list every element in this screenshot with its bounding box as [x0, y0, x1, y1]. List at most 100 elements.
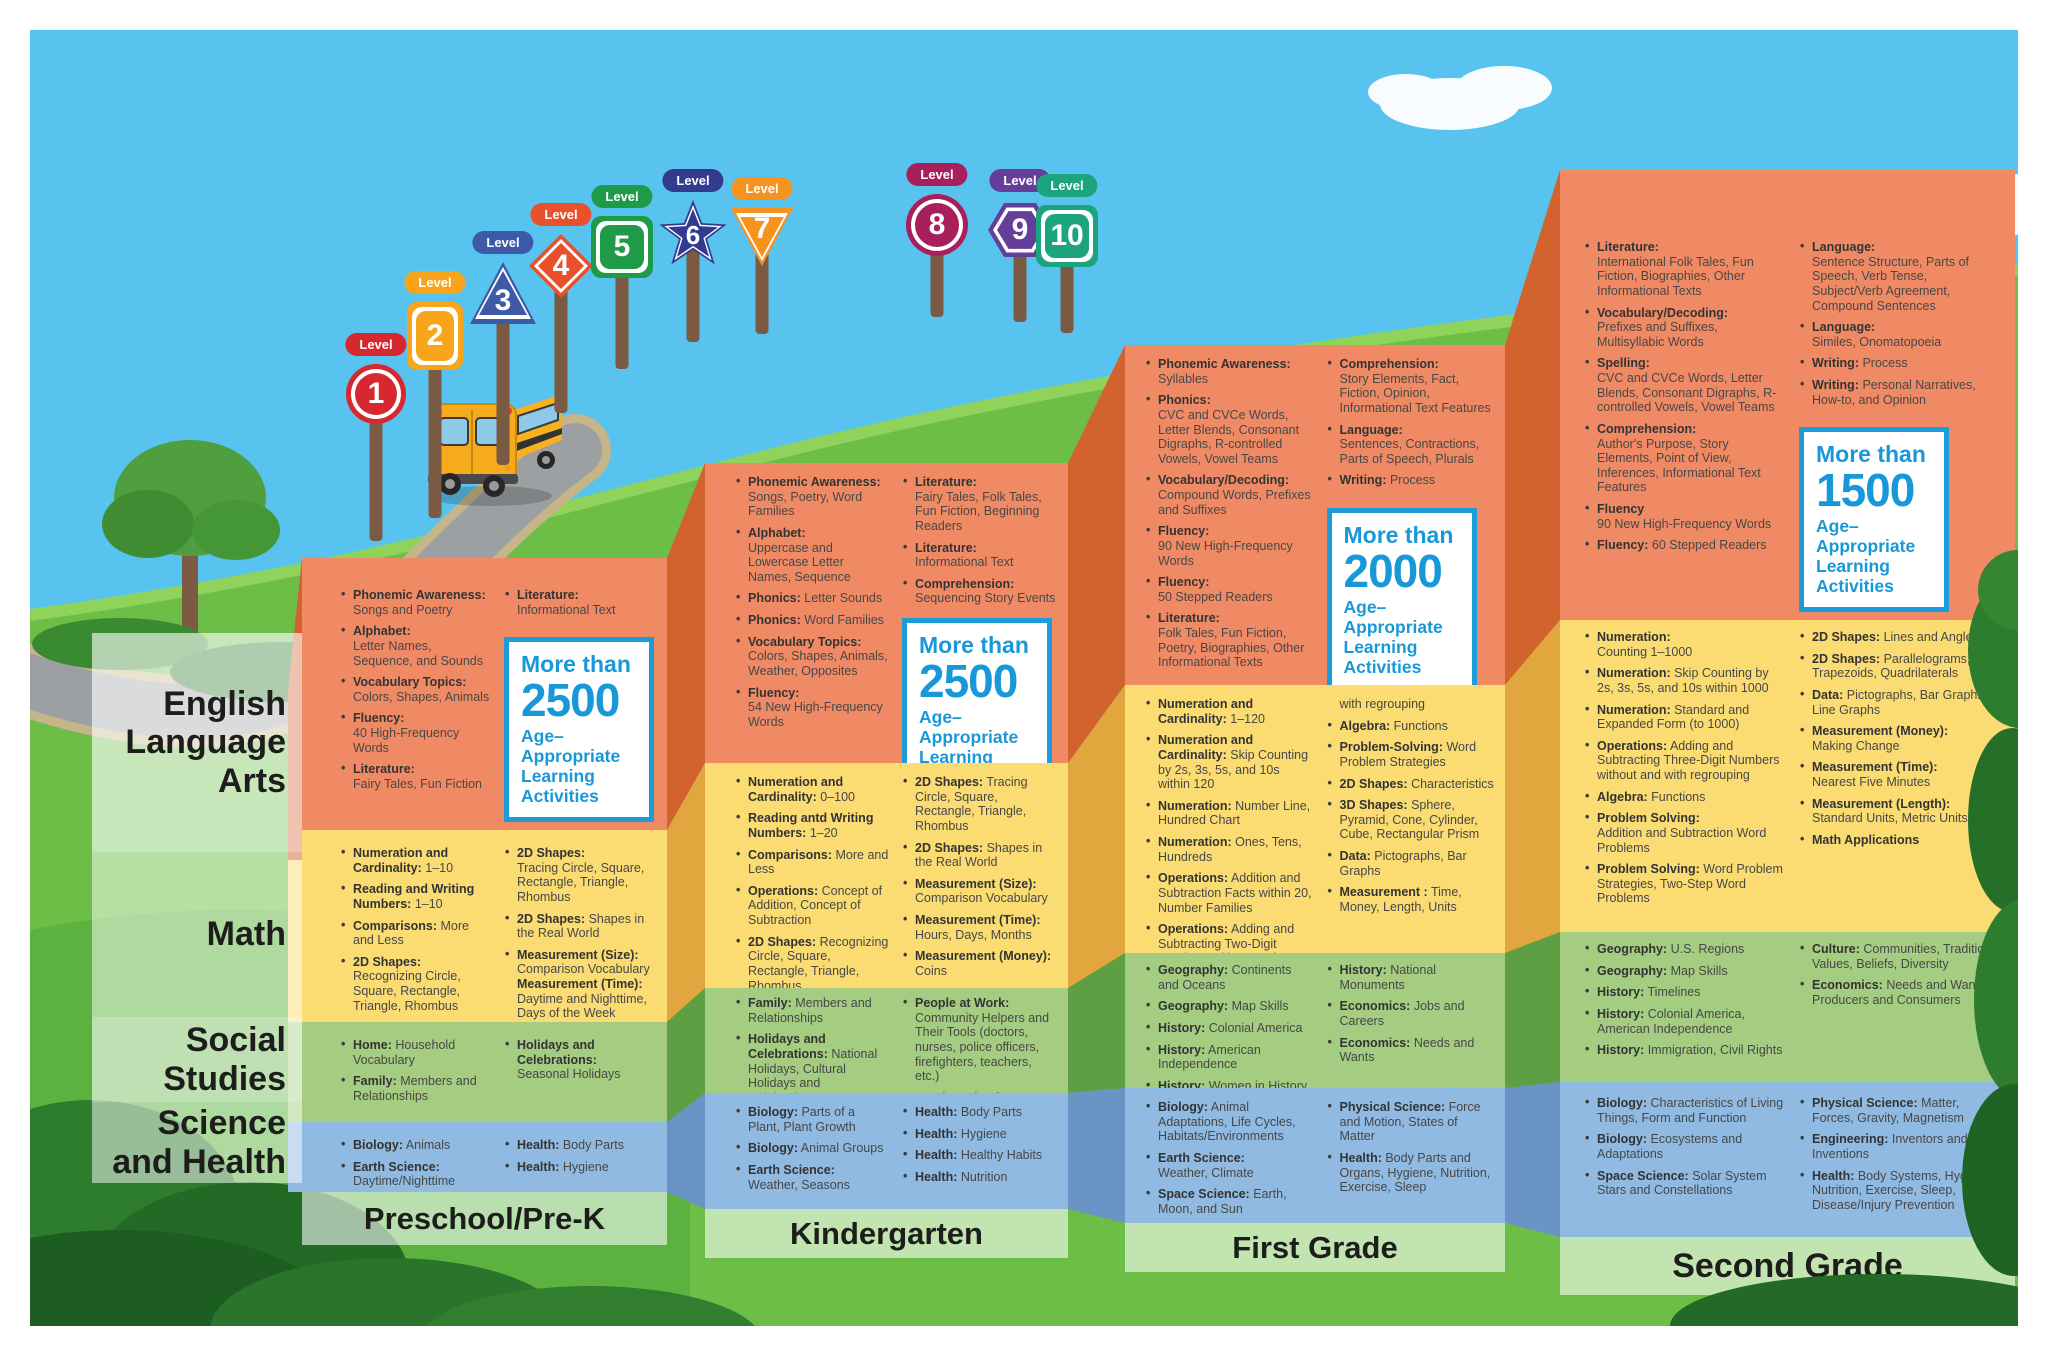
curriculum-item: Operations: Concept of Addition, Concept…	[735, 883, 889, 928]
curriculum-item: Writing: Process	[1327, 472, 1496, 488]
curriculum-item: History: National Monuments	[1327, 962, 1496, 992]
curriculum-item: Health: Body Systems, Hygiene, Nutrition…	[1799, 1168, 2001, 1213]
activities-callout: More than 1500 Age–Appropriate Learning …	[1799, 427, 1949, 612]
first-grade-social-band: Geography: Continents and OceansGeograph…	[1125, 953, 1505, 1088]
grade-name-preschool: Preschool/Pre-K	[302, 1192, 667, 1245]
curriculum-item: Literature:Fairy Tales, Fun Fiction	[340, 761, 491, 791]
curriculum-item: 2D Shapes: Characteristics	[1327, 776, 1496, 792]
curriculum-item: Phonemic Awareness:Songs, Poetry, Word F…	[735, 474, 889, 519]
curriculum-item: Health: Hygiene	[902, 1126, 1056, 1142]
curriculum-item: Vocabulary Topics:Colors, Shapes, Animal…	[340, 674, 491, 704]
curriculum-item: Biology: Animal Groups	[735, 1140, 889, 1156]
social-col2: History: National MonumentsEconomics: Jo…	[1327, 962, 1496, 1080]
level-badge: Level	[989, 169, 1051, 192]
curriculum-item: Literature:Folk Tales, Fun Fiction, Poet…	[1145, 610, 1314, 670]
row-label-math: Math	[92, 852, 302, 1017]
curriculum-item: Alphabet:Letter Names, Sequence, and Sou…	[340, 623, 491, 668]
grade-name-text: Kindergarten	[790, 1215, 983, 1251]
level-badge: Level	[906, 163, 968, 186]
curriculum-item: Holidays and Celebrations: National Holi…	[735, 1031, 889, 1093]
curriculum-item: Algebra: Functions	[1327, 718, 1496, 734]
curriculum-item: Phonics: Word Families	[735, 612, 889, 628]
curriculum-item: History: American Independence	[1145, 1041, 1314, 1072]
curriculum-item: Problem Solving: Word Problem Strategies…	[1584, 861, 1786, 906]
social-col1: Geography: Continents and OceansGeograph…	[1145, 962, 1314, 1088]
ela-col2: Comprehension:Story Elements, Fact, Fict…	[1326, 356, 1496, 685]
grade-column-kindergarten: Phonemic Awareness:Songs, Poetry, Word F…	[705, 30, 1068, 1326]
curriculum-item: Language:Sentence Structure, Parts of Sp…	[1799, 239, 2001, 313]
row-label-science-and-health: Science and Health	[92, 1102, 302, 1183]
math-col1: Numeration and Cardinality: 1–120Numerat…	[1145, 696, 1314, 953]
curriculum-item: 2D Shapes: Recognizing Circle, Square, R…	[735, 934, 889, 988]
curriculum-item: People at Work:Community Helpers and The…	[902, 995, 1056, 1084]
level-number: 9	[1011, 213, 1029, 246]
science-col1: Biology: Characteristics of Living Thing…	[1584, 1095, 1786, 1229]
curriculum-item: Biology: Parts of a Plant, Plant Growth	[735, 1104, 889, 1134]
curriculum-item: 2D Shapes: Shapes in the Real World	[504, 910, 655, 941]
curriculum-item: Alphabet:Uppercase and Lowercase Letter …	[735, 525, 889, 585]
activities-count: 2500	[521, 674, 620, 727]
ela-col1: Phonemic Awareness:Songs and PoetryAlpha…	[340, 587, 491, 822]
level-number: 8	[928, 208, 946, 241]
preschool-social-band: Home: Household VocabularyFamily: Member…	[302, 1022, 667, 1122]
curriculum-item: Health: Body Parts	[902, 1104, 1056, 1120]
row-label-english-language-arts: English Language Arts	[92, 633, 302, 852]
curriculum-item: Space Science: Earth, Moon, and Sun	[1145, 1186, 1314, 1216]
curriculum-item: Holidays and Celebrations:Seasonal Holid…	[504, 1037, 655, 1082]
math-col2: 2D Shapes: Lines and Angles2D Shapes: Pa…	[1799, 629, 2001, 924]
level-badge: Level	[530, 203, 592, 226]
activities-more-label: More than	[1343, 522, 1454, 548]
curriculum-item: Fluency:40 High-Frequency Words	[340, 710, 491, 755]
first-grade-math-band: Numeration and Cardinality: 1–120Numerat…	[1125, 685, 1505, 953]
curriculum-item: Economics: Needs and Wants, Producers an…	[1799, 977, 2001, 1007]
grade-column-first-grade: Phonemic Awareness:SyllablesPhonics:CVC …	[1125, 30, 1505, 1326]
curriculum-item: Measurement (Money):Coins	[902, 948, 1056, 978]
science-col2: Physical Science: Matter, Forces, Gravit…	[1799, 1095, 2001, 1229]
curriculum-item: Earth Science:Daytime/Nighttime	[340, 1159, 491, 1189]
curriculum-item: Comprehension:Story Elements, Fact, Fict…	[1327, 356, 1496, 416]
grade-column-preschool: Phonemic Awareness:Songs and PoetryAlpha…	[302, 30, 667, 1326]
curriculum-item: Numeration: Standard and Expanded Form (…	[1584, 701, 1786, 732]
curriculum-item: Operations: Adding and Subtracting Two-D…	[1145, 921, 1314, 953]
curriculum-item: Space Science: Solar System Stars and Co…	[1584, 1167, 1786, 1198]
activities-label: Age–Appropriate Learning Activities	[1343, 596, 1443, 678]
curriculum-item: Algebra: Functions	[1584, 789, 1786, 805]
level-badge: Level	[591, 185, 653, 208]
curriculum-item: Problem-Solving: Word Problem Strategies	[1327, 739, 1496, 769]
curriculum-item: 2D Shapes: Lines and Angles	[1799, 629, 2001, 645]
curriculum-item: 3D Shapes: Sphere, Pyramid, Cone, Cylind…	[1327, 797, 1496, 842]
level-shape-trid-icon: 7	[731, 208, 793, 266]
second-grade-ela-band: Literature:International Folk Tales, Fun…	[1560, 170, 2015, 620]
curriculum-item: Geography: Map Skills	[1145, 998, 1314, 1014]
curriculum-item: Fluency:90 New High-Frequency Words	[1145, 523, 1314, 568]
curriculum-item: Fluency:54 New High-Frequency Words	[735, 685, 889, 730]
curriculum-item: History: Immigration, Civil Rights	[1584, 1042, 1786, 1058]
curriculum-item: with regrouping	[1339, 697, 1425, 711]
ela-col1: Phonemic Awareness:Songs, Poetry, Word F…	[735, 474, 889, 755]
curriculum-item: Numeration: Ones, Tens, Hundreds	[1145, 834, 1314, 864]
activities-count: 2000	[1343, 545, 1443, 598]
preschool-science-band: Biology: AnimalsEarth Science:Daytime/Ni…	[302, 1122, 667, 1192]
grade-name-first-grade: First Grade	[1125, 1223, 1505, 1272]
curriculum-item: Measurement (Time):Hours, Days, Months	[902, 912, 1056, 942]
curriculum-item: Fluency:50 Stepped Readers	[1145, 574, 1314, 604]
curriculum-item: Family: Members and Relationships	[735, 995, 889, 1025]
activities-callout: More than 2500 Age–Appropriate Learning …	[902, 618, 1052, 763]
level-badge: Level	[1036, 174, 1098, 197]
curriculum-item: 2D Shapes: Tracing Circle, Square, Recta…	[902, 774, 1056, 834]
activities-label: Age–Appropriate Learning Activities	[919, 706, 1019, 763]
curriculum-item: Language:Similes, Onomatopoeia	[1799, 319, 2001, 349]
curriculum-item: Biology: Animals	[340, 1137, 491, 1153]
curriculum-item: Literature:Informational Text	[902, 539, 1056, 570]
curriculum-item: Geography: Map Skills	[1584, 963, 1786, 979]
curriculum-item: Family: Members and Relationships	[340, 1073, 491, 1103]
curriculum-item: Literature:International Folk Tales, Fun…	[1584, 239, 1786, 299]
second-grade-social-band: Geography: U.S. RegionsGeography: Map Sk…	[1560, 932, 2015, 1082]
social-col1: Geography: U.S. RegionsGeography: Map Sk…	[1584, 941, 1786, 1074]
curriculum-item: Spelling:CVC and CVCe Words, Letter Blen…	[1584, 355, 1786, 415]
science-col2: Health: Body PartsHealth: Hygiene	[504, 1137, 655, 1184]
kindergarten-math-band: Numeration and Cardinality: 0–100Reading…	[705, 763, 1068, 988]
grade-name-text: Preschool/Pre-K	[363, 1200, 606, 1236]
